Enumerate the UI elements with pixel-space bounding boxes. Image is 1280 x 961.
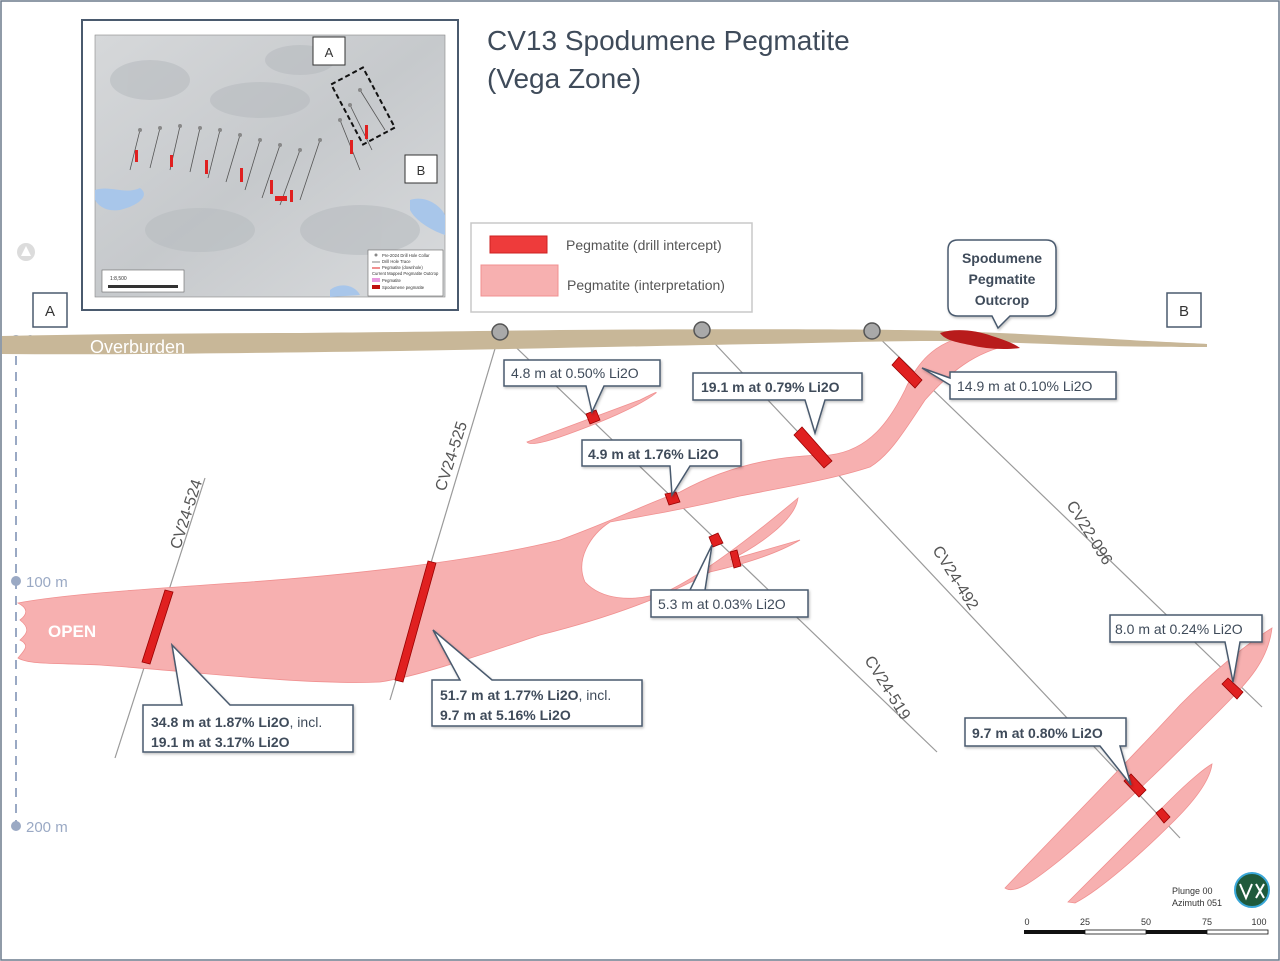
legend-intercept-label: Pegmatite (drill intercept) [566, 237, 722, 253]
callout-box-c7 [921, 367, 1117, 400]
callout-box-c6 [692, 372, 863, 436]
overburden-label: Overburden [90, 337, 185, 357]
section-marker-b-label: B [1179, 303, 1189, 320]
azimuth-text: Azimuth 051 [1172, 898, 1222, 908]
inset-legend-1: Pre-2024 Drill Hole Collar [382, 253, 430, 258]
legend-intercept-swatch [489, 235, 548, 254]
collar-cv24-525 [491, 323, 509, 341]
intercept-cv24-525 [394, 560, 437, 683]
callout-box-c8 [1109, 614, 1263, 683]
callout-box-c3 [503, 359, 661, 415]
callout-c4: 4.9 m at 1.76% Li2O [588, 446, 719, 462]
title-line-2: (Vega Zone) [487, 63, 641, 94]
drill-trace-cv24-492 [701, 329, 1181, 839]
intercept-8p0m [1221, 677, 1244, 700]
callout-box-c2 [431, 629, 643, 727]
open-label: OPEN [48, 622, 96, 641]
inset-zoom-box [329, 66, 397, 146]
legend-interpretation-swatch [480, 264, 559, 297]
inset-legend-2: Drill Hole Trace [382, 259, 411, 264]
callout-c1-line1: 34.8 m at 1.87% Li2O, incl. [151, 714, 322, 730]
callout-c2-line2: 9.7 m at 5.16% Li2O [440, 707, 571, 723]
section-marker-a-label: A [45, 303, 55, 320]
drill-intercepts [141, 356, 1244, 824]
section-marker-a: A [32, 292, 68, 328]
inset-legend-6: Spodumene pegmatite [382, 285, 425, 290]
plunge-text: Plunge 00 [1172, 886, 1213, 896]
scale-bar: 0 25 50 75 100 [1024, 917, 1269, 935]
drill-label-cv24-519: CV24-519 [861, 653, 914, 723]
inset-label-b: B [417, 163, 426, 178]
intercept-lower-band [1155, 807, 1171, 824]
callout-c6: 19.1 m at 0.79% Li2O [701, 379, 840, 395]
depth-axis: 0 m 100 m 200 m [11, 332, 68, 836]
scale-tick-0: 0 [1024, 917, 1029, 927]
east-pegmatite-band-lower [1067, 763, 1213, 904]
depth-tick-100: 100 m [26, 574, 68, 591]
intercept-19p1m [793, 426, 833, 469]
spodumene-outcrop [940, 330, 1020, 349]
callout-c7: 14.9 m at 0.10% Li2O [957, 378, 1093, 394]
intercept-5p3m-a [708, 532, 724, 548]
outcrop-callout-line1: Spodumene [962, 250, 1042, 266]
callout-c5: 5.3 m at 0.03% Li2O [658, 596, 786, 612]
inset-legend-5: Pegmatite [382, 278, 402, 283]
inset-label-a: A [325, 45, 334, 60]
callout-c1-line2: 19.1 m at 3.17% Li2O [151, 734, 290, 750]
callout-c3: 4.8 m at 0.50% Li2O [511, 365, 639, 381]
callout-c8: 8.0 m at 0.24% Li2O [1115, 621, 1243, 637]
inset-scale-text: 1:8,500 [110, 276, 127, 282]
legend-interpretation-label: Pegmatite (interpretation) [567, 277, 725, 293]
depth-tick-200: 200 m [26, 819, 68, 836]
section-marker-b: B [1166, 292, 1202, 328]
inset-legend-4: Current Mapped Pegmatite Outcrop [372, 271, 439, 276]
intercept-5p3m-b [729, 549, 742, 569]
scale-tick-75: 75 [1202, 917, 1212, 927]
drill-label-cv22-096: CV22-096 [1063, 498, 1116, 568]
intercept-14p9m [891, 356, 923, 389]
logo-icon [1234, 872, 1270, 908]
callout-box-c1 [142, 642, 354, 753]
outcrop-callout-line2: Pegmatite [969, 271, 1036, 287]
assay-callouts [142, 359, 1263, 786]
callout-box-c5 [650, 544, 809, 618]
pegmatite-interpretation [16, 333, 1273, 904]
outcrop-callout-line3: Outcrop [975, 292, 1029, 308]
callout-box-c4 [581, 439, 742, 498]
inset-legend-3: Pegmatite (downhole) [382, 265, 423, 270]
scale-tick-50: 50 [1141, 917, 1151, 927]
intercept-cv24-524 [141, 589, 174, 665]
drill-label-cv24-524: CV24-524 [168, 477, 206, 551]
overburden-layer [2, 329, 1207, 355]
drill-label-cv24-525: CV24-525 [433, 419, 471, 493]
title-line-1: CV13 Spodumene Pegmatite [487, 25, 850, 56]
callout-c9: 9.7 m at 0.80% Li2O [972, 725, 1103, 741]
drill-collars [491, 321, 881, 341]
scale-tick-25: 25 [1080, 917, 1090, 927]
outcrop-callout [947, 239, 1057, 330]
legend: Pegmatite (drill intercept) Pegmatite (i… [470, 222, 753, 313]
scale-tick-100: 100 [1251, 917, 1266, 927]
collar-cv24-492 [693, 321, 711, 339]
callout-box-c9 [964, 717, 1132, 786]
compass-icon [17, 243, 35, 261]
inset-map: A B 1:8,500 Pre-2024 Drill Hole Collar D… [81, 19, 459, 311]
callout-c2-line1: 51.7 m at 1.77% Li2O, incl. [440, 687, 611, 703]
drill-trace-cv22-096 [871, 330, 1263, 708]
drill-label-cv24-492: CV24-492 [929, 543, 982, 613]
collar-cv22-096 [863, 322, 881, 340]
